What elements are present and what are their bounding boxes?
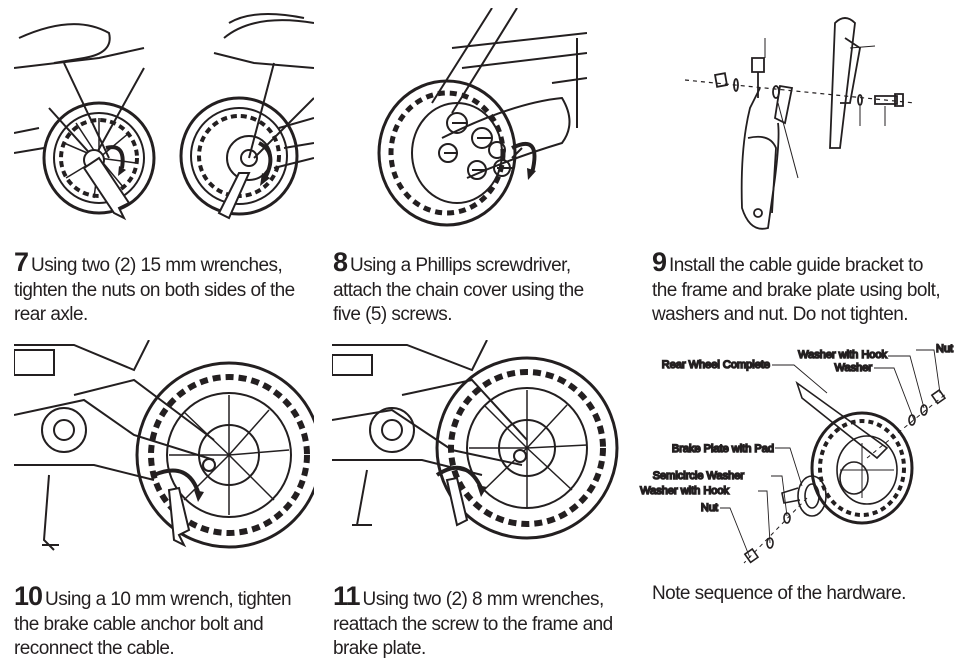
callout-nut-top: Nut bbox=[936, 343, 953, 355]
note-text: Note sequence of the hardware. bbox=[652, 583, 906, 604]
step-9-text: Install the cable guide bracket to the f… bbox=[652, 255, 941, 325]
step-11-number: 11 bbox=[333, 581, 361, 611]
step-7-text: Using two (2) 15 mm wrenches, tighten th… bbox=[14, 255, 295, 325]
step-11-text: Using two (2) 8 mm wrenches, reattach th… bbox=[333, 589, 613, 659]
step-7-number: 7 bbox=[14, 247, 29, 277]
step-10-text: Using a 10 mm wrench, tighten the brake … bbox=[14, 589, 292, 659]
illustration-step-11 bbox=[332, 340, 627, 540]
callout-semicircle-washer: Semicircle Washer bbox=[653, 470, 745, 482]
callout-washer-with-hook-top: Washer with Hook bbox=[798, 349, 887, 361]
step-10-number: 10 bbox=[14, 581, 43, 611]
callout-washer-with-hook-bottom: Washer with Hook bbox=[640, 485, 729, 497]
step-8-text: Using a Phillips screwdriver, attach the… bbox=[333, 255, 584, 325]
illustration-step-8 bbox=[372, 8, 587, 228]
illustration-hardware-sequence: Nut Washer with Hook Washer Rear Wheel C… bbox=[639, 342, 954, 568]
callout-nut-bottom: Nut bbox=[701, 502, 718, 514]
illustration-step-7 bbox=[14, 8, 314, 233]
callout-washer: Washer bbox=[835, 362, 873, 374]
illustration-step-9 bbox=[680, 8, 930, 233]
step-9-number: 9 bbox=[652, 247, 667, 277]
step-8-number: 8 bbox=[333, 247, 348, 277]
illustration-step-10 bbox=[14, 340, 314, 555]
callout-rear-wheel-complete: Rear Wheel Complete bbox=[662, 359, 770, 371]
callout-brake-plate-with-pad: Brake Plate with Pad bbox=[672, 443, 774, 455]
hardware-note: Note sequence of the hardware. bbox=[652, 582, 952, 607]
